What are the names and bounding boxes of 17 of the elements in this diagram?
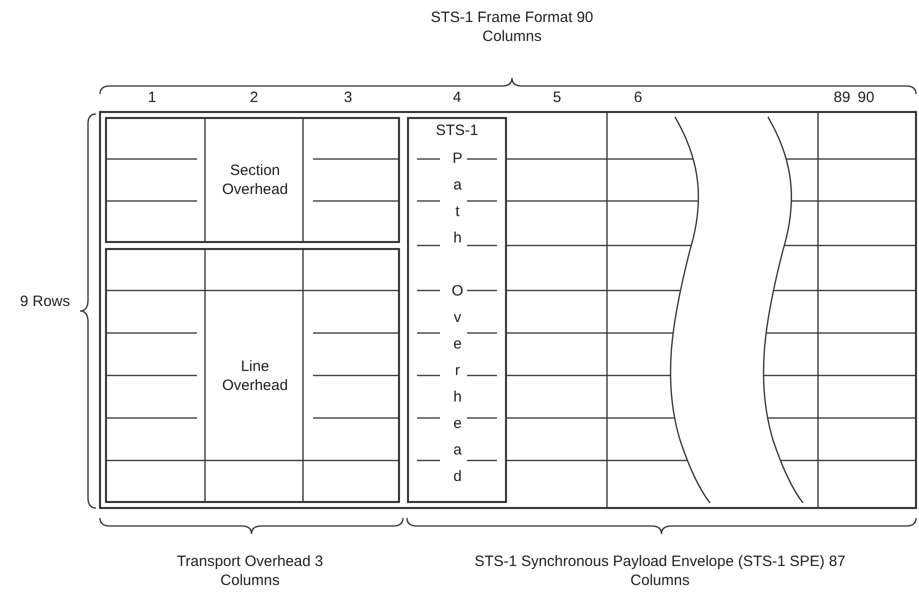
vertical-label: Path Overhead [448, 150, 467, 494]
column-number: 1 [146, 88, 158, 107]
overhead-box [105, 248, 400, 503]
overhead-box [105, 117, 400, 243]
path-overhead-column [407, 117, 507, 503]
heading: STS-1 Frame Format 90 Columns [430, 8, 594, 46]
column-number: 6 [632, 88, 644, 107]
column-number: 5 [552, 88, 562, 107]
section-label: Line Overhead [221, 356, 289, 394]
section-label: Section Overhead [221, 161, 289, 199]
column-number: 4 [452, 88, 462, 107]
axis-label: 9 Rows [18, 292, 72, 311]
caption: Transport Overhead 3 Columns [176, 552, 324, 590]
column-number: 2 [248, 88, 260, 107]
caption: STS-1 Synchronous Payload Envelope (STS-1 SPE) 87 Columns [473, 552, 847, 590]
column-number: 3 [342, 88, 354, 107]
column-heading: STS-1 [434, 121, 480, 140]
